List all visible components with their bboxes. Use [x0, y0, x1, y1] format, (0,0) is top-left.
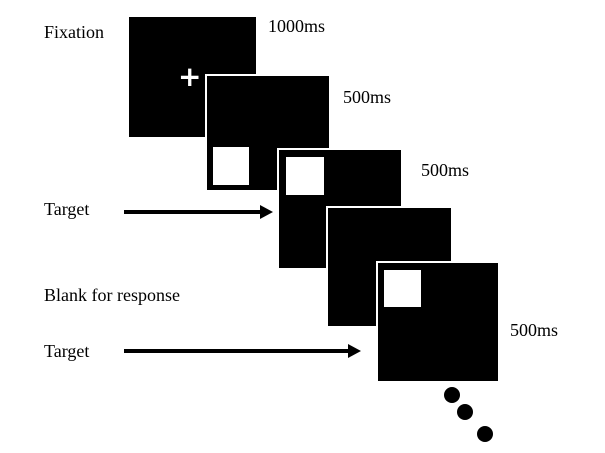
blank-for-response-label: Blank for response [44, 285, 180, 305]
duration-frame-5: 500ms [510, 320, 559, 340]
target-arrow-2 [124, 344, 361, 358]
target-label-2: Target [44, 341, 90, 361]
duration-frame-2: 500ms [343, 87, 392, 107]
duration-frame-3: 500ms [421, 160, 470, 180]
white-square-stimulus [384, 270, 421, 307]
white-square-stimulus [286, 157, 324, 195]
target-label-1: Target [44, 199, 90, 219]
stimulus-screen-5 [376, 261, 500, 383]
target-arrow-1 [124, 205, 273, 219]
continuation-dot [477, 426, 493, 442]
stimulus-screen-2 [205, 74, 331, 192]
continuation-dot [444, 387, 460, 403]
fixation-cross-icon: + [178, 60, 202, 93]
continuation-dot [457, 404, 473, 420]
duration-fixation: 1000ms [268, 16, 326, 36]
fixation-label: Fixation [44, 22, 105, 42]
white-square-stimulus [213, 147, 249, 185]
